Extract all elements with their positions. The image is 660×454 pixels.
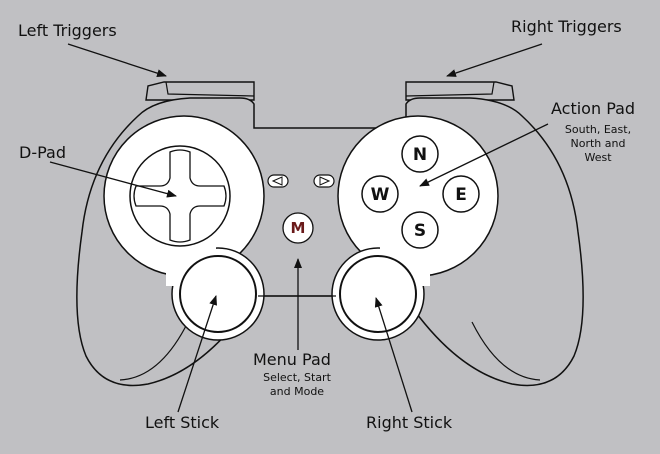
north-button-letter: N bbox=[413, 145, 427, 165]
left-stick[interactable] bbox=[179, 255, 257, 333]
action-pad-label: Action Pad bbox=[551, 99, 636, 118]
mode-button[interactable]: M bbox=[282, 212, 314, 244]
grip-left-inner bbox=[119, 321, 189, 381]
select-button[interactable] bbox=[267, 174, 289, 188]
menu-pad-label: Menu Pad bbox=[253, 350, 331, 369]
east-button[interactable]: E bbox=[442, 175, 480, 213]
arrow-action-pad bbox=[419, 123, 549, 187]
action-pad-sublabel: South, East, North and West bbox=[555, 123, 641, 165]
arrow-left-stick bbox=[177, 295, 217, 413]
start-button[interactable] bbox=[313, 174, 335, 188]
action-pad-sub-line-3: West bbox=[584, 151, 612, 164]
grip-right-inner bbox=[471, 321, 541, 381]
south-button-letter: S bbox=[414, 221, 426, 241]
menu-pad-sublabel: Select, Start and Mode bbox=[250, 371, 344, 399]
right-triggers-label: Right Triggers bbox=[511, 17, 622, 36]
d-pad-label: D-Pad bbox=[19, 143, 66, 162]
action-pad-sub-line-2: North and bbox=[570, 137, 626, 150]
east-button-letter: E bbox=[455, 185, 467, 205]
arrow-right-stick bbox=[374, 297, 413, 413]
d-pad-cross bbox=[133, 149, 227, 243]
menu-pad-sub-line-2: and Mode bbox=[269, 385, 325, 398]
south-button[interactable]: S bbox=[401, 211, 439, 249]
menu-pad-sub-line-1: Select, Start bbox=[263, 371, 331, 384]
mode-button-letter: M bbox=[291, 219, 306, 237]
west-button[interactable]: W bbox=[361, 175, 399, 213]
arrow-d-pad bbox=[49, 161, 177, 198]
right-stick[interactable] bbox=[339, 255, 417, 333]
left-triggers-label: Left Triggers bbox=[18, 21, 117, 40]
north-button[interactable]: N bbox=[401, 135, 439, 173]
arrow-right-triggers bbox=[446, 43, 543, 77]
d-pad[interactable] bbox=[129, 145, 231, 247]
arrow-left-triggers bbox=[67, 43, 167, 78]
left-stick-label: Left Stick bbox=[145, 413, 220, 432]
west-button-letter: W bbox=[371, 185, 390, 205]
right-stick-label: Right Stick bbox=[366, 413, 453, 432]
action-pad-sub-line-1: South, East, bbox=[564, 123, 632, 136]
